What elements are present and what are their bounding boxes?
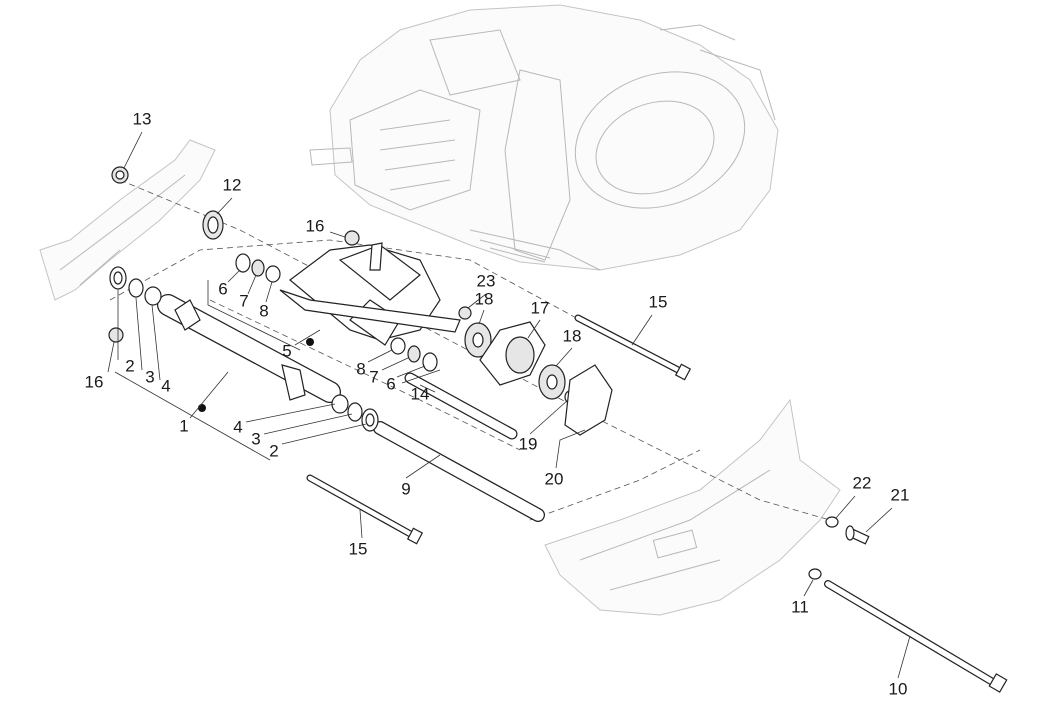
bushing-4-upper[interactable]: [144, 286, 162, 306]
tube-14[interactable]: [404, 372, 518, 440]
nut-13[interactable]: [111, 166, 129, 184]
tube-9[interactable]: [373, 421, 545, 522]
callout-4b: 4: [233, 417, 242, 436]
ring-7-lower[interactable]: [407, 345, 421, 363]
callout-7b: 7: [369, 367, 378, 386]
callout-6b: 6: [386, 374, 395, 393]
bolt-15-upper[interactable]: [574, 314, 692, 381]
washer-11[interactable]: [808, 568, 822, 580]
nut-16-lower[interactable]: [108, 327, 124, 343]
bracket-17[interactable]: [479, 321, 546, 386]
swing-arm-5[interactable]: [279, 242, 461, 346]
engine-ghost-illustration: [309, 4, 779, 271]
callout-5: 5: [282, 341, 291, 360]
callout-20: 20: [545, 469, 564, 488]
washers: [108, 166, 839, 580]
callout-18: 18: [475, 289, 494, 308]
callout-13: 13: [133, 109, 152, 128]
callout-15: 15: [649, 292, 668, 311]
callout-10: 10: [889, 679, 908, 698]
callout-1: 1: [179, 416, 188, 435]
washer-6-lower[interactable]: [422, 352, 438, 372]
washer-2-lower[interactable]: [361, 408, 379, 432]
damper-18-upper[interactable]: [464, 322, 492, 358]
bushing-4-lower[interactable]: [331, 394, 349, 414]
ring-3-lower[interactable]: [347, 402, 363, 422]
bushing-8-lower[interactable]: [390, 337, 406, 355]
nut-23[interactable]: [458, 306, 472, 320]
washer-2-upper[interactable]: [109, 266, 127, 290]
washer-6-upper[interactable]: [235, 253, 251, 273]
damper-18-lower[interactable]: [538, 364, 566, 400]
left-fender-ghost: [39, 139, 216, 301]
callout-3: 3: [145, 367, 154, 386]
callout-16: 16: [306, 216, 325, 235]
bolt-21[interactable]: [845, 525, 870, 545]
callout-8: 8: [259, 301, 268, 320]
bolt-10[interactable]: [824, 580, 1008, 693]
bolt-15-lower[interactable]: [306, 474, 424, 545]
callout-18b: 18: [563, 326, 582, 345]
callout-14: 14: [411, 384, 430, 403]
callout-11: 11: [791, 597, 809, 616]
nut-16-upper[interactable]: [344, 230, 360, 246]
callout-16b: 16: [85, 372, 104, 391]
callout-19: 19: [519, 434, 538, 453]
bushing-8-upper[interactable]: [265, 265, 281, 283]
reference-dot: [306, 338, 314, 346]
callout-2: 2: [125, 356, 134, 375]
leader-lines: [107, 131, 911, 679]
bearing-12[interactable]: [202, 210, 224, 240]
washer-22[interactable]: [825, 516, 839, 528]
rods: [306, 314, 1008, 693]
right-fender-ghost: [544, 398, 841, 616]
callout-labels: 13 12 16 23 18 17 15 6 7 8 2 3 4 16 5 8 …: [85, 109, 910, 698]
callout-22: 22: [853, 473, 872, 492]
callout-6: 6: [218, 279, 227, 298]
callout-15b: 15: [349, 539, 368, 558]
callout-8b: 8: [356, 359, 365, 378]
reference-dot: [198, 404, 206, 412]
callout-21: 21: [891, 485, 910, 504]
callout-12: 12: [223, 175, 242, 194]
callout-3b: 3: [251, 429, 260, 448]
callout-23: 23: [477, 271, 496, 290]
callout-7: 7: [239, 291, 248, 310]
callout-4: 4: [161, 376, 170, 395]
callout-17: 17: [531, 298, 550, 317]
pivot-shaft-1[interactable]: [157, 294, 341, 403]
ring-3-upper[interactable]: [128, 278, 144, 298]
callout-2b: 2: [269, 441, 278, 460]
callout-9: 9: [401, 479, 410, 498]
cover-20[interactable]: [564, 364, 613, 436]
ring-7-upper[interactable]: [251, 259, 265, 277]
